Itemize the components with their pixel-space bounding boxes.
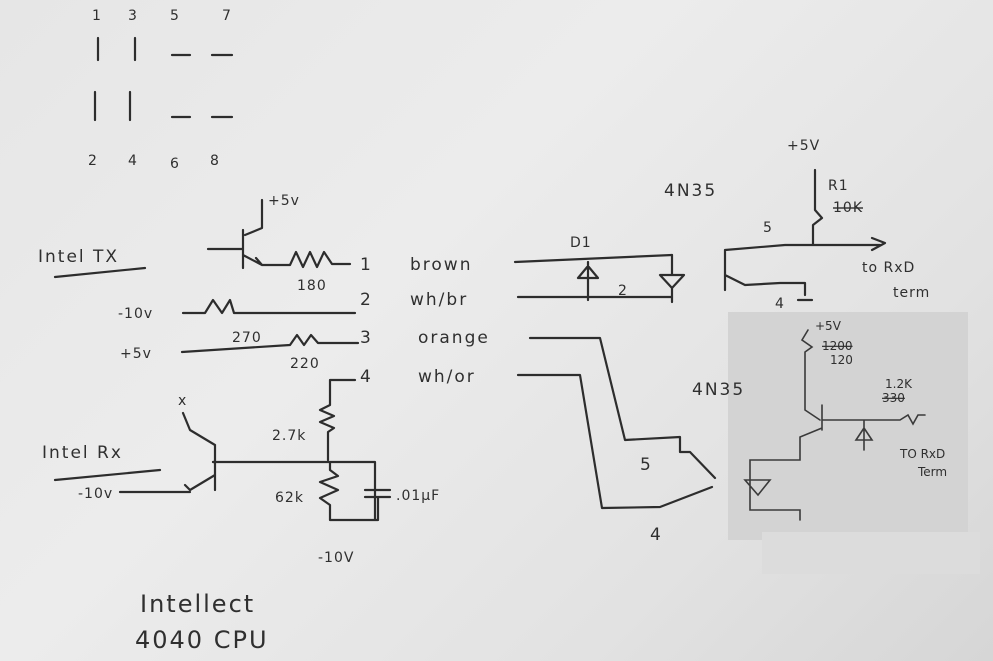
resistor-value-struck: 330: [882, 391, 905, 405]
wire-pin: 1: [360, 255, 373, 275]
output-label: term: [893, 285, 930, 301]
pin-label: 8: [210, 153, 220, 169]
wire-pin: 2: [360, 290, 373, 310]
pin-label: 5: [640, 455, 653, 475]
no-connect-mark: x: [178, 393, 187, 409]
part-label: 4N35: [692, 380, 745, 400]
wire-labels: 1 brown 2 wh/br 3 orange 4 wh/or: [360, 253, 717, 510]
opto-bottom: 4N35 +5V 1200 120 1.2K 330 5 4 TO RxD Te…: [640, 319, 947, 545]
pin-label: 3: [128, 8, 138, 24]
supply-label: +5v: [120, 346, 152, 362]
resistor-value: 270: [232, 330, 262, 346]
intel-rx-circuit: x Intel Rx -10v 2.7k 62k .01µF -10V Inte…: [42, 378, 440, 654]
supply-label: +5v: [268, 193, 300, 209]
resistor-value: 1.2K: [885, 377, 913, 391]
intel-tx-label: Intel TX: [38, 247, 119, 267]
resistor-value: 2.7k: [272, 428, 306, 444]
wire-color: brown: [410, 255, 473, 275]
wire-color: orange: [418, 328, 490, 348]
footer-subtitle: 4040 CPU: [135, 626, 269, 654]
supply-label: +5V: [787, 138, 820, 154]
pasted-patch-bottom: [762, 532, 980, 574]
supply-label: -10v: [78, 486, 113, 502]
pin-label: 2: [88, 153, 98, 169]
pin-label: 5: [170, 8, 180, 24]
pin-label: 4: [128, 153, 138, 169]
resistor-value: 220: [290, 356, 320, 372]
opto-top: 4N35 +5V R1 10K D1 2 5 4 to RxD term: [570, 138, 930, 312]
resistor-value: 10K: [833, 200, 863, 216]
resistor-value-struck: 1200: [822, 339, 853, 353]
supply-label: +5V: [815, 319, 842, 333]
pin-label: 4: [650, 525, 663, 545]
resistor-ref: R1: [828, 178, 849, 194]
part-label: 4N35: [664, 181, 717, 201]
footer-title: Intellect: [140, 590, 255, 618]
pin-label: 4: [775, 296, 785, 312]
output-label: Term: [917, 465, 947, 479]
resistor-value: 120: [830, 353, 853, 367]
pin-label: 2: [618, 283, 628, 299]
wire-color: wh/or: [418, 367, 476, 387]
resistor-value: 62k: [275, 490, 304, 506]
intel-tx-circuit: +5v Intel TX 180 -10v 270 +5v 220: [38, 193, 360, 372]
pasted-patch: [728, 312, 968, 540]
pin-label: 1: [92, 8, 102, 24]
pin-header: 1 3 5 7 2 4 6 8: [88, 8, 234, 172]
intel-rx-label: Intel Rx: [42, 443, 123, 463]
output-label: to RxD: [862, 260, 915, 276]
diode-ref: D1: [570, 235, 592, 251]
pin-label: 7: [222, 8, 232, 24]
supply-label: -10v: [118, 306, 153, 322]
pin-label: 6: [170, 156, 180, 172]
wire-pin: 4: [360, 367, 373, 387]
pin-label: 5: [763, 220, 773, 236]
wire-pin: 3: [360, 328, 373, 348]
capacitor-value: .01µF: [396, 488, 440, 504]
resistor-value: 180: [297, 278, 327, 294]
wire-color: wh/br: [410, 290, 468, 310]
supply-label: -10V: [318, 550, 354, 566]
output-label: TO RxD: [899, 447, 945, 461]
